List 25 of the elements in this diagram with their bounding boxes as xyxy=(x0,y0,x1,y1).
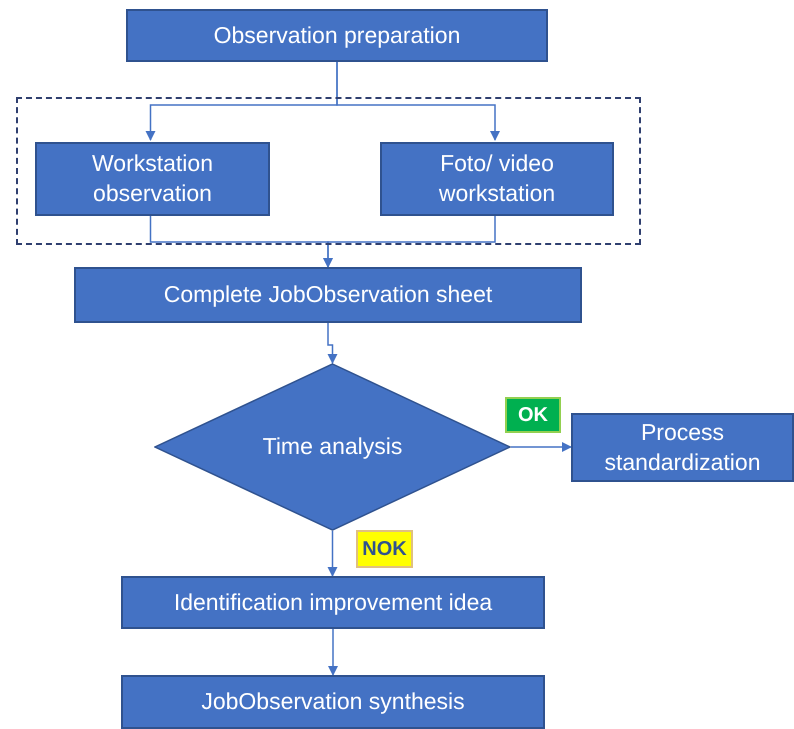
dashed-group-frame xyxy=(16,97,641,245)
decision-diamond xyxy=(154,363,511,531)
arrow xyxy=(328,531,338,577)
arrow xyxy=(327,323,338,364)
process-box xyxy=(121,675,545,729)
arrow xyxy=(328,629,338,676)
node-label: Process standardization xyxy=(604,418,762,476)
arrow xyxy=(511,442,572,452)
process-box xyxy=(571,413,794,482)
process-box xyxy=(126,9,548,62)
process-box xyxy=(35,142,270,216)
edge-label: NOK xyxy=(356,530,413,568)
node-label: Foto/ video workstation xyxy=(438,149,556,208)
node-label: Workstation observation xyxy=(90,149,214,208)
node-label: JobObservation synthesis xyxy=(201,687,465,716)
process-box xyxy=(121,576,545,629)
edge-label: OK xyxy=(505,397,561,433)
process-box xyxy=(74,267,582,323)
arrow xyxy=(336,62,500,141)
node-label: Time analysis xyxy=(262,432,402,462)
arrow xyxy=(323,214,496,268)
node-label: Observation preparation xyxy=(214,20,460,50)
node-label: Identification improvement idea xyxy=(174,588,492,617)
node-label: Complete JobObservation sheet xyxy=(164,280,492,310)
process-box xyxy=(380,142,614,216)
